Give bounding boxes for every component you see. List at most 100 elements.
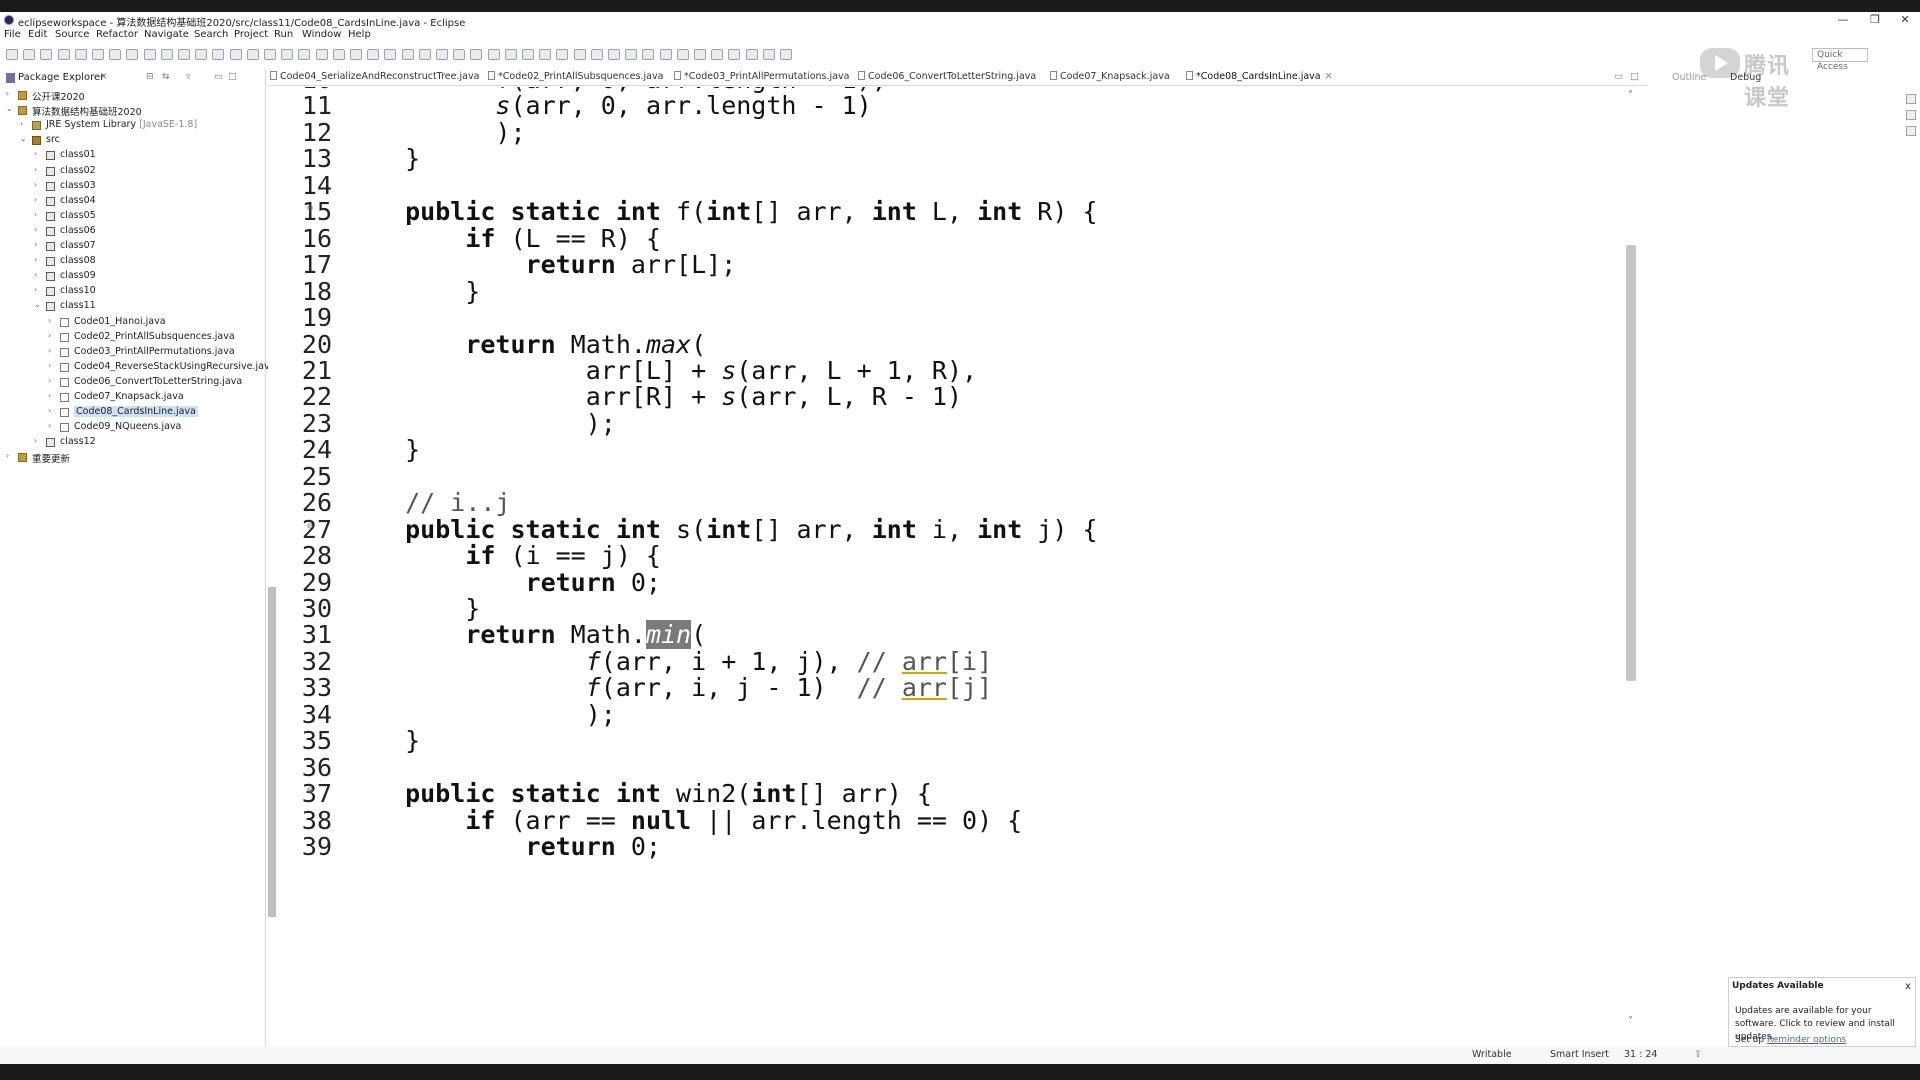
code-line[interactable]: 20 return Math.max( xyxy=(268,330,1640,362)
tab-print-all-subsquences[interactable]: *Code02_PrintAllSubsquences.java xyxy=(488,71,663,85)
menu-run[interactable]: Run xyxy=(274,29,294,40)
code-line[interactable]: 22 arr[R] + s(arr, L, R - 1) xyxy=(268,382,1640,414)
code-line[interactable]: 33 f(arr, i, j - 1) // arr[j] xyxy=(268,673,1640,705)
code-line[interactable]: 23 ); xyxy=(268,409,1640,441)
code-line[interactable]: 21 arr[L] + s(arr, L + 1, R), xyxy=(268,356,1640,388)
toolbar-button-icon[interactable] xyxy=(315,49,328,60)
toolbar-button-icon[interactable] xyxy=(659,49,672,60)
toolbar-button-icon[interactable] xyxy=(642,49,655,60)
tree-twisty-icon[interactable]: › xyxy=(48,345,52,355)
task-list-icon[interactable] xyxy=(1906,126,1916,136)
toolbar-button-icon[interactable] xyxy=(367,49,380,60)
close-tab-icon[interactable]: ✕ xyxy=(1324,71,1333,82)
tree-twisty-icon[interactable]: › xyxy=(6,451,10,461)
menu-search[interactable]: Search xyxy=(194,29,229,40)
quick-access-input[interactable]: Quick Access xyxy=(1812,48,1868,72)
code-line[interactable]: 18 } xyxy=(268,277,1640,309)
code-line[interactable]: 14 xyxy=(268,171,1640,203)
tab-cards-in-line[interactable]: *Code08_CardsInLine.java✕ xyxy=(1186,71,1333,85)
code-line[interactable]: 38 if (arr == null || arr.length == 0) { xyxy=(268,806,1640,838)
fold-toggle-icon[interactable]: ⊖ xyxy=(307,520,314,532)
toolbar-button-icon[interactable] xyxy=(522,49,534,60)
toolbar-button-icon[interactable] xyxy=(109,49,122,60)
toolbar-button-icon[interactable] xyxy=(711,49,724,60)
tab-outline[interactable]: Outline xyxy=(1672,72,1707,83)
code-line[interactable]: 11 s(arr, 0, arr.length - 1) xyxy=(268,91,1640,123)
view-menu-icon[interactable]: ▿ xyxy=(186,72,191,82)
tab-convert-to-letter-string[interactable]: Code06_ConvertToLetterString.java xyxy=(858,71,1036,85)
toolbar-button-icon[interactable] xyxy=(92,49,104,60)
tree-twisty-icon[interactable]: › xyxy=(34,179,38,189)
link-editor-icon[interactable]: ⇆ xyxy=(162,72,170,82)
code-line[interactable]: 28 if (i == j) { xyxy=(268,541,1640,573)
tree-twisty-icon[interactable]: › xyxy=(34,224,38,234)
toolbar-button-icon[interactable] xyxy=(229,49,242,60)
toolbar-button-icon[interactable] xyxy=(298,49,311,60)
maximize-button[interactable]: ❐ xyxy=(1870,13,1880,26)
tree-twisty-icon[interactable]: › xyxy=(48,330,52,340)
toolbar-button-icon[interactable] xyxy=(590,49,603,60)
code-line[interactable]: 13 } xyxy=(268,144,1640,176)
toolbar-button-icon[interactable] xyxy=(487,49,500,60)
code-line[interactable]: 29 return 0; xyxy=(268,568,1640,600)
outline-view-icon[interactable] xyxy=(1906,110,1916,120)
updates-notification[interactable]: Updates Available x Updates are availabl… xyxy=(1728,977,1916,1047)
tree-twisty-icon[interactable]: › xyxy=(34,436,38,446)
tab-debug[interactable]: Debug xyxy=(1730,72,1762,83)
tree-twisty-icon[interactable]: › xyxy=(6,89,10,98)
code-line[interactable]: 27⊖ public static int s(int[] arr, int i… xyxy=(268,515,1640,547)
toolbar-button-icon[interactable] xyxy=(160,49,173,60)
toolbar-button-icon[interactable] xyxy=(246,49,259,60)
menu-edit[interactable]: Edit xyxy=(28,29,48,40)
toolbar-button-icon[interactable] xyxy=(418,49,431,60)
tree-twisty-icon[interactable]: › xyxy=(48,360,52,370)
restore-view-icon[interactable] xyxy=(1906,94,1916,104)
updates-message[interactable]: Updates are available for your software.… xyxy=(1735,1006,1895,1042)
toolbar-button-icon[interactable] xyxy=(436,49,448,60)
toolbar-button-icon[interactable] xyxy=(332,49,345,60)
toolbar-button-icon[interactable] xyxy=(195,49,208,60)
code-line[interactable]: 17 return arr[L]; xyxy=(268,250,1640,282)
toolbar-button-icon[interactable] xyxy=(608,49,620,60)
code-line[interactable]: 15⊖ public static int f(int[] arr, int L… xyxy=(268,197,1640,229)
tree-twisty-icon[interactable]: › xyxy=(34,270,38,280)
editor-maximize-icon[interactable]: □ xyxy=(1630,71,1639,82)
toolbar-button-icon[interactable] xyxy=(74,49,87,60)
code-line[interactable]: 37⊖ public static int win2(int[] arr) { xyxy=(268,779,1640,811)
tree-twisty-icon[interactable]: › xyxy=(34,285,38,295)
tree-twisty-icon[interactable]: › xyxy=(34,164,38,174)
toolbar-button-icon[interactable] xyxy=(23,49,36,60)
close-button[interactable]: ✕ xyxy=(1900,13,1910,26)
fold-toggle-icon[interactable]: ⊖ xyxy=(307,785,314,797)
code-line[interactable]: 12 ); xyxy=(268,118,1640,150)
close-view-icon[interactable]: ✕ xyxy=(100,72,108,82)
toolbar-button-icon[interactable] xyxy=(676,49,689,60)
menu-source[interactable]: Source xyxy=(55,29,90,40)
code-line[interactable]: 39 return 0; xyxy=(268,832,1640,864)
tree-twisty-icon[interactable]: › xyxy=(34,149,38,159)
notification-close-icon[interactable]: x xyxy=(1905,981,1911,992)
tab-knapsack[interactable]: Code07_Knapsack.java xyxy=(1050,71,1170,85)
menu-window[interactable]: Window xyxy=(302,29,342,40)
toolbar-button-icon[interactable] xyxy=(143,49,156,60)
code-line[interactable]: 19 xyxy=(268,303,1640,335)
tab-print-all-permutations[interactable]: *Code03_PrintAllPermutations.java xyxy=(674,71,849,85)
tab-serialize-tree[interactable]: Code04_SerializeAndReconstructTree.java xyxy=(270,71,479,85)
toolbar-button-icon[interactable] xyxy=(780,49,792,60)
toolbar-button-icon[interactable] xyxy=(762,49,775,60)
editor-vertical-scrollbar[interactable] xyxy=(1626,245,1636,681)
fold-toggle-icon[interactable]: ⊖ xyxy=(307,203,314,215)
tree-twisty-icon[interactable]: › xyxy=(48,406,52,416)
code-line[interactable]: 26 // i..j xyxy=(268,488,1640,520)
toolbar-button-icon[interactable] xyxy=(625,49,638,60)
code-line[interactable]: 32 f(arr, i + 1, j), // arr[i] xyxy=(268,647,1640,679)
collapse-all-icon[interactable]: ⊟ xyxy=(146,72,154,82)
toolbar-button-icon[interactable] xyxy=(281,49,294,60)
toolbar-button-icon[interactable] xyxy=(470,49,483,60)
package-explorer-title[interactable]: Package Explorer xyxy=(18,72,105,83)
code-line[interactable]: 30 } xyxy=(268,594,1640,626)
toolbar-button-icon[interactable] xyxy=(40,49,53,60)
minimize-view-icon[interactable]: ▭ xyxy=(214,72,223,82)
maximize-view-icon[interactable]: □ xyxy=(228,72,237,82)
minimize-button[interactable]: — xyxy=(1837,13,1849,26)
